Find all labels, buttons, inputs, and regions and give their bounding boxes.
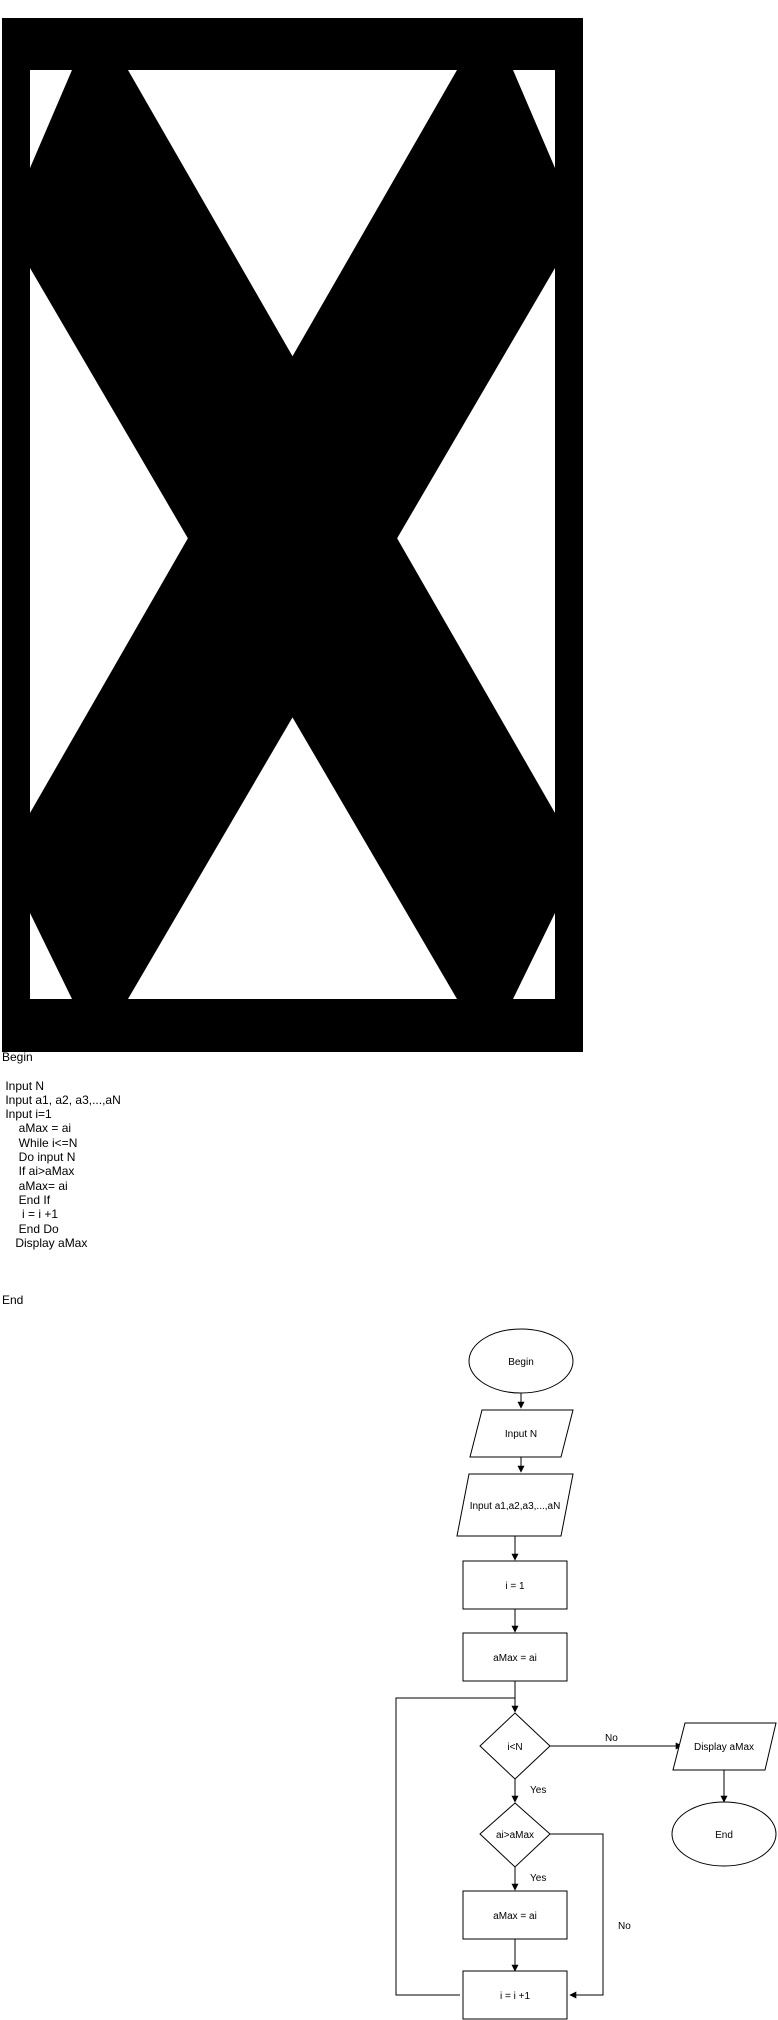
max-condition-label: ai>aMax <box>496 1830 534 1841</box>
input-n-parallelogram <box>469 1409 574 1458</box>
yes-label-max: Yes <box>530 1873 546 1884</box>
pseudocode-line: i = i +1 <box>2 1207 59 1222</box>
amax-init-label: aMax = ai <box>493 1653 537 1664</box>
yes-label-loop: Yes <box>530 1785 546 1796</box>
init-i-label: i = 1 <box>505 1581 525 1592</box>
end-terminator <box>671 1801 777 1867</box>
pseudocode-line: End <box>2 1293 24 1308</box>
begin-terminator <box>468 1328 574 1394</box>
flow-connectors <box>395 1393 728 1999</box>
loop-condition-label: i<N <box>507 1742 522 1753</box>
increment-label: i = i +1 <box>500 1991 530 2002</box>
pseudocode-line: Display aMax <box>2 1235 88 1250</box>
pseudocode-line: Begin <box>2 1050 33 1064</box>
pseudocode-line: aMax = ai <box>2 1121 72 1136</box>
pseudocode-line: Input i=1 <box>2 1107 52 1122</box>
loop-condition-diamond <box>479 1712 551 1780</box>
pseudocode-line <box>2 1250 121 1264</box>
amax-update-box <box>462 1890 568 1940</box>
pseudocode-line: End Do <box>2 1221 59 1236</box>
amax-update-label: aMax = ai <box>493 1911 537 1922</box>
input-n-label: Input N <box>505 1429 537 1440</box>
input-a-label: Input a1,a2,a3,...,aN <box>470 1501 561 1512</box>
pseudocode-line: While i<=N <box>2 1135 78 1150</box>
pseudocode-line: End If <box>2 1192 51 1207</box>
pseudocode-line: aMax= ai <box>2 1178 68 1193</box>
display-label: Display aMax <box>694 1742 754 1753</box>
broken-image-icon <box>2 18 583 1052</box>
pseudocode-line <box>2 1064 121 1078</box>
pseudocode-line: If ai>aMax <box>2 1164 75 1179</box>
amax-init-box <box>462 1632 568 1682</box>
input-a-parallelogram <box>456 1473 574 1537</box>
pseudocode-line: Do input N <box>2 1150 76 1165</box>
increment-box <box>462 1970 568 2020</box>
display-parallelogram <box>672 1722 777 1771</box>
connector-loop-back <box>395 1697 515 1996</box>
end-label: End <box>715 1830 733 1841</box>
max-condition-diamond <box>479 1802 551 1868</box>
no-label-loop: No <box>605 1733 618 1744</box>
pseudocode-block: Begin Input N Input a1, a2, a3,...,aN In… <box>2 1050 121 1307</box>
init-i-box <box>462 1560 568 1610</box>
no-label-max: No <box>618 1921 631 1932</box>
pseudocode-line <box>2 1279 121 1293</box>
pseudocode-line <box>2 1264 121 1278</box>
connector-no-to-increment <box>550 1833 604 1999</box>
begin-label: Begin <box>508 1357 534 1368</box>
pseudocode-line: Input N <box>2 1078 45 1093</box>
pseudocode-line: Input a1, a2, a3,...,aN <box>2 1092 121 1107</box>
